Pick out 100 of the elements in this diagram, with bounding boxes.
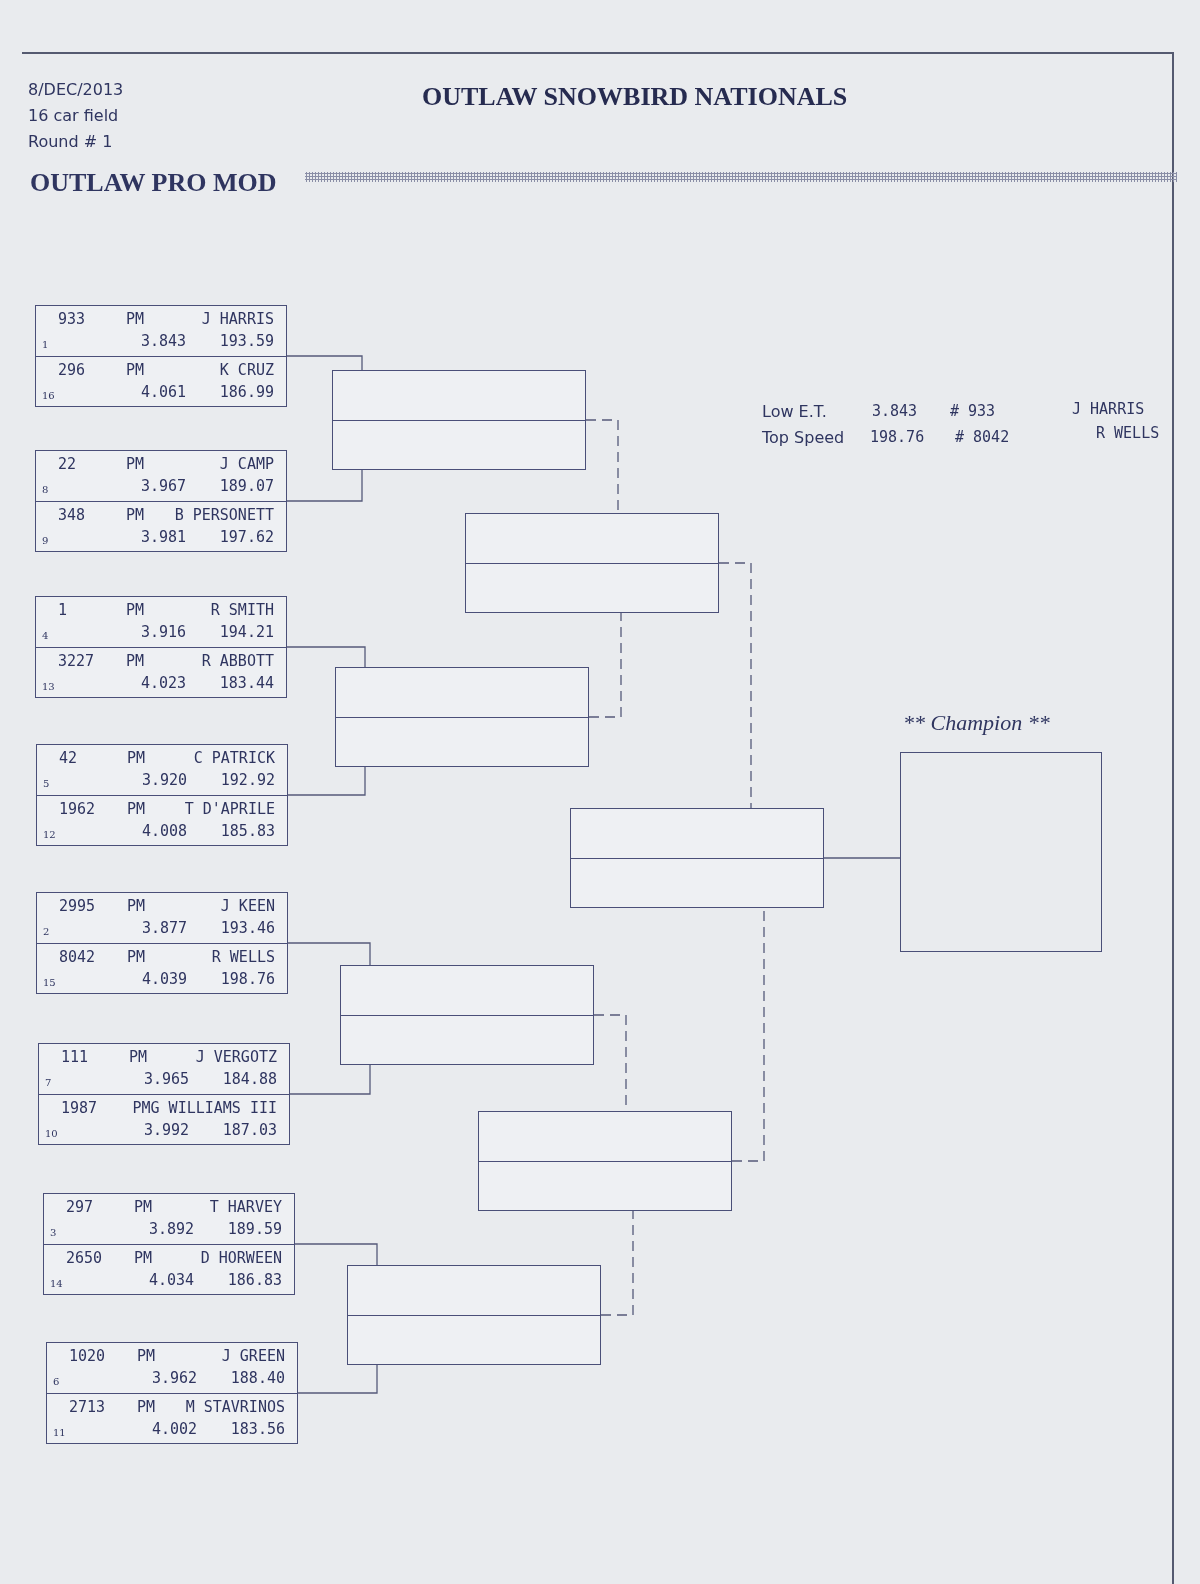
speed: 189.59: [227, 1220, 282, 1238]
stat-value: 3.843: [872, 402, 918, 420]
elapsed-time: 4.002: [152, 1420, 198, 1438]
driver-name: J CAMP: [219, 455, 274, 473]
seed-number: 8: [42, 483, 49, 497]
seed-number: 11: [53, 1426, 66, 1440]
matchup-box: [36, 744, 288, 846]
car-number: 297: [66, 1198, 94, 1216]
class-code: PM: [137, 1347, 156, 1365]
class-code: PM: [126, 506, 145, 524]
elapsed-time: 4.034: [149, 1271, 195, 1289]
heading: ** Champion **: [903, 710, 1050, 736]
connector-line: [286, 355, 363, 371]
speed: 192.92: [220, 771, 275, 789]
driver-name: R SMITH: [210, 601, 274, 619]
driver-name: C PATRICK: [193, 749, 275, 767]
car-number: 22: [58, 455, 77, 473]
car-number: 1020: [69, 1347, 106, 1365]
date-text: 8/DEC/2013: [28, 80, 124, 99]
seed-number: 3: [50, 1226, 57, 1240]
seed-number: 7: [45, 1076, 52, 1090]
elapsed-time: 3.992: [144, 1121, 190, 1139]
speed: 193.46: [220, 919, 275, 937]
speed: 193.59: [219, 332, 274, 350]
class-code: PM: [126, 652, 145, 670]
seed-number: 14: [50, 1277, 63, 1291]
matchup-box: [35, 450, 287, 552]
driver-name: J KEEN: [220, 897, 275, 915]
speed: 187.03: [222, 1121, 277, 1139]
connector-line: [286, 646, 366, 668]
driver-name: T D'APRILE: [184, 800, 275, 818]
connector-line: [823, 857, 901, 859]
class-code: PM: [137, 1398, 156, 1416]
driver-name: B PERSONETT: [174, 506, 274, 524]
bracket-box: [465, 513, 719, 613]
speed: 189.07: [219, 477, 274, 495]
class-code: PM: [126, 455, 145, 473]
elapsed-time: 3.965: [144, 1070, 190, 1088]
seed-number: 12: [43, 828, 56, 842]
driver-name: J VERGOTZ: [195, 1048, 277, 1066]
seed-number: 9: [42, 534, 49, 548]
car-number: # 8042: [955, 428, 1010, 446]
car-number: 42: [59, 749, 78, 767]
car-number: 1: [58, 601, 68, 619]
round-text: Round # 1: [28, 132, 113, 151]
elapsed-time: 4.023: [141, 674, 187, 692]
car-number: 1962: [59, 800, 96, 818]
matchup-box: [38, 1043, 290, 1145]
seed-number: 13: [42, 680, 55, 694]
car-number: 8042: [59, 948, 96, 966]
car-number: 2995: [59, 897, 96, 915]
connector-line: [294, 1243, 378, 1266]
bracket-box: [478, 1111, 732, 1211]
class-code: PM: [126, 601, 145, 619]
car-number: 2650: [66, 1249, 103, 1267]
seed-number: 5: [43, 777, 50, 791]
speed: 183.56: [230, 1420, 285, 1438]
class-code: PM: [134, 1249, 153, 1267]
driver-name: D HORWEEN: [200, 1249, 282, 1267]
speed: 194.21: [219, 623, 274, 641]
elapsed-time: 4.039: [142, 970, 188, 988]
class-code: PM: [127, 948, 146, 966]
driver-name: M STAVRINOS: [185, 1398, 285, 1416]
class-code: PM: [127, 897, 146, 915]
stat-label: Low E.T.: [762, 402, 827, 421]
stat-value: 198.76: [870, 428, 925, 446]
stat-label: Top Speed: [762, 428, 845, 447]
elapsed-time: 3.892: [149, 1220, 195, 1238]
connector-line: [588, 612, 622, 718]
driver-name: J GREEN: [221, 1347, 285, 1365]
seed-number: 15: [43, 976, 56, 990]
driver-name: T HARVEY: [209, 1198, 282, 1216]
seed-number: 6: [53, 1375, 60, 1389]
car-number: 3227: [58, 652, 95, 670]
seed-number: 16: [42, 389, 55, 403]
car-number: # 933: [950, 402, 996, 420]
connector-line: [297, 1364, 378, 1394]
connector-line: [287, 942, 371, 966]
bracket-box: [570, 808, 824, 908]
title: OUTLAW SNOWBIRD NATIONALS: [422, 82, 848, 112]
bracket-box: [335, 667, 589, 767]
car-number: 296: [58, 361, 86, 379]
field-size-text: 16 car field: [28, 106, 119, 125]
seed-number: 1: [42, 338, 49, 352]
connector-line: [287, 766, 366, 796]
class-code: PM: [127, 800, 146, 818]
elapsed-time: 3.916: [141, 623, 187, 641]
matchup-box: [36, 892, 288, 994]
driver-name: R ABBOTT: [201, 652, 274, 670]
speed: 185.83: [220, 822, 275, 840]
connector-line: [718, 562, 752, 809]
class-code: PM: [134, 1198, 153, 1216]
seed-number: 4: [42, 629, 49, 643]
elapsed-time: 3.962: [152, 1369, 198, 1387]
elapsed-time: 3.877: [142, 919, 188, 937]
connector-line: [289, 1064, 371, 1095]
driver-name: R WELLS: [1096, 424, 1160, 442]
speed: 188.40: [230, 1369, 285, 1387]
elapsed-time: 4.008: [142, 822, 188, 840]
seed-number: 10: [45, 1127, 58, 1141]
